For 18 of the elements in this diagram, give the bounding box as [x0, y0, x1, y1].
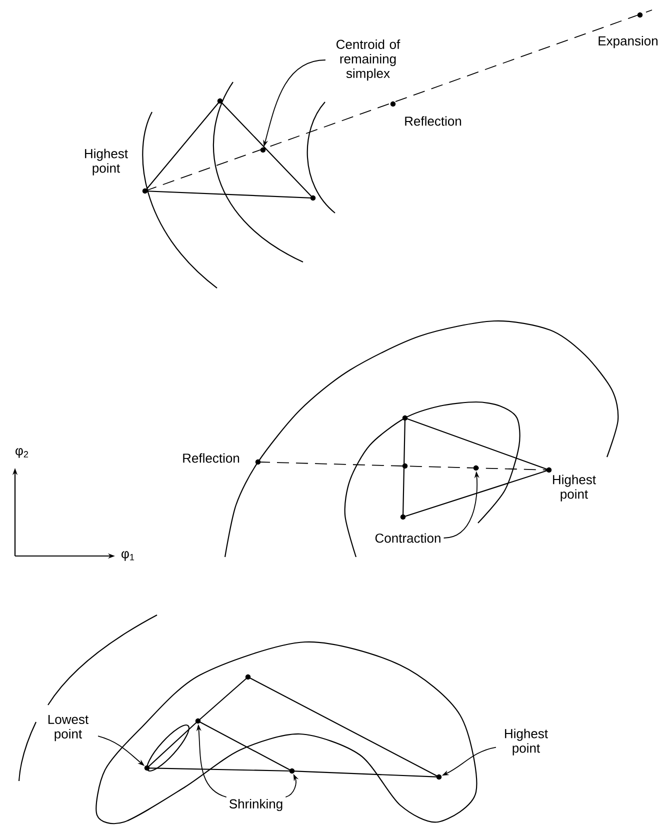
simplex-side: [198, 676, 248, 722]
simplex-side: [147, 720, 198, 768]
label: φ$_{1}$: [122, 551, 134, 561]
label: Highest point: [505, 728, 548, 756]
label: φ$_{2}$: [16, 448, 28, 458]
label: Centroid of remaining simplex: [336, 39, 400, 81]
label: Expansion: [598, 36, 658, 48]
simplex-side: [198, 720, 292, 772]
label: Reflection: [183, 453, 240, 463]
label: Contraction: [375, 533, 440, 543]
simplex-side: [292, 770, 438, 778]
label: Highest point: [553, 474, 596, 502]
label: Reflection: [405, 116, 462, 126]
label: Lowest point: [48, 714, 88, 742]
label: Highest point: [85, 148, 128, 176]
simplex-side: [148, 767, 292, 772]
simplex-side: [248, 676, 439, 778]
label: Shrinking: [230, 798, 282, 812]
